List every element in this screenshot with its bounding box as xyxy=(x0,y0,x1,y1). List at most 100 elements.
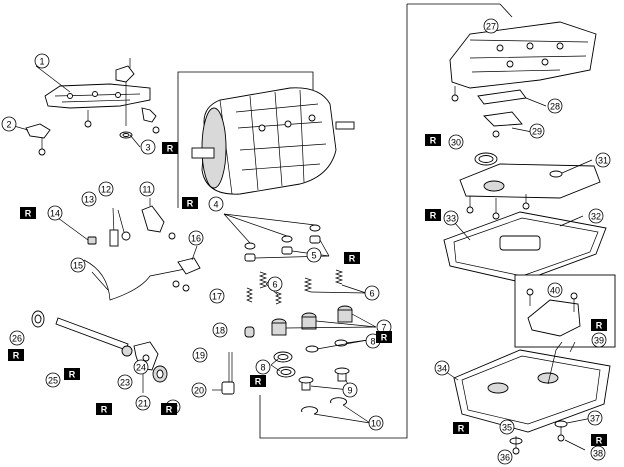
callout-circle xyxy=(188,230,204,246)
callout-circle xyxy=(139,181,155,197)
callout-2: 2 xyxy=(1,116,17,132)
callout-37: 37 xyxy=(587,410,603,426)
callout-number: 32 xyxy=(591,212,601,222)
callout-8: 8 xyxy=(255,359,271,375)
badge-letter: R xyxy=(25,209,32,219)
callout-number: 24 xyxy=(136,363,146,373)
badge-letter: R xyxy=(187,199,194,209)
replace-badge: R xyxy=(20,207,36,219)
callout-number: 31 xyxy=(598,156,608,166)
badge-box xyxy=(425,134,441,146)
callout-4: 4 xyxy=(208,196,224,212)
callout-9: 9 xyxy=(342,382,358,398)
callout-number: 13 xyxy=(84,195,94,205)
callout-circle xyxy=(255,359,271,375)
badge-letter: R xyxy=(381,333,388,343)
callout-number: 8 xyxy=(370,337,375,347)
callout-35: 35 xyxy=(499,419,515,435)
callout-number: 7 xyxy=(381,323,386,333)
badge-box xyxy=(453,422,469,434)
replace-badge: R xyxy=(161,403,177,415)
callout-circle xyxy=(34,53,50,69)
callout-number: 12 xyxy=(101,185,111,195)
callout-number: 2 xyxy=(6,120,11,130)
callout-circle xyxy=(364,285,380,301)
callout-number: 29 xyxy=(532,127,542,137)
manual-shaft-group xyxy=(31,287,255,395)
callout-number: 4 xyxy=(213,200,218,210)
badge-box xyxy=(344,252,360,264)
badge-letter: R xyxy=(349,254,356,264)
callout-26: 26 xyxy=(9,330,25,346)
callout-32: 32 xyxy=(588,208,604,224)
callout-circle xyxy=(499,419,515,435)
callout-number: 28 xyxy=(550,102,560,112)
callout-circle xyxy=(342,382,358,398)
callout-13: 13 xyxy=(81,191,97,207)
callout-circle xyxy=(9,330,25,346)
badge-box xyxy=(591,319,607,331)
replace-badge: R xyxy=(162,142,178,154)
callout-circle xyxy=(547,98,563,114)
callout-6: 6 xyxy=(364,285,380,301)
callout-number: 15 xyxy=(73,261,83,271)
callout-25: 25 xyxy=(45,372,61,388)
oil-pan-group xyxy=(439,274,616,455)
badge-box xyxy=(8,349,24,361)
callout-circle xyxy=(483,18,499,34)
replace-badge: R xyxy=(8,349,24,361)
callout-14: 14 xyxy=(47,205,63,221)
transmission-case xyxy=(191,87,355,195)
callout-circle xyxy=(192,347,208,363)
selector-linkage-group xyxy=(57,198,201,301)
callout-18: 18 xyxy=(212,322,228,338)
badge-letter: R xyxy=(430,136,437,146)
badge-letter: R xyxy=(166,405,173,415)
callout-number: 38 xyxy=(593,449,603,459)
replace-badge: R xyxy=(376,331,392,343)
callout-labels: 1234566788910111213141516171819202122232… xyxy=(1,18,611,465)
callout-number: 36 xyxy=(500,453,510,463)
callout-circle xyxy=(595,152,611,168)
callout-number: 23 xyxy=(120,378,130,388)
callout-circle xyxy=(135,395,151,411)
callout-circle xyxy=(1,116,17,132)
replace-badge: R xyxy=(182,197,198,209)
badge-box xyxy=(162,142,178,154)
callout-number: 33 xyxy=(446,214,456,224)
badge-box xyxy=(376,331,392,343)
callout-16: 16 xyxy=(188,230,204,246)
callout-number: 18 xyxy=(215,326,225,336)
callout-number: 25 xyxy=(48,376,58,386)
callout-number: 37 xyxy=(590,414,600,424)
replace-badge: R xyxy=(591,319,607,331)
replace-badge: R xyxy=(96,403,112,415)
badge-box xyxy=(64,368,80,380)
badge-box xyxy=(161,403,177,415)
badge-box xyxy=(591,434,607,446)
callout-circle xyxy=(212,322,228,338)
callout-number: 20 xyxy=(194,386,204,396)
callout-number: 10 xyxy=(371,419,381,429)
callout-34: 34 xyxy=(434,360,450,376)
callout-38: 38 xyxy=(590,445,606,461)
solenoid-harness-group xyxy=(13,58,160,156)
callout-number: 26 xyxy=(12,334,22,344)
callout-number: 8 xyxy=(260,363,265,373)
callout-circle xyxy=(133,359,149,375)
callout-1: 1 xyxy=(34,53,50,69)
callout-27: 27 xyxy=(483,18,499,34)
badge-box xyxy=(96,403,112,415)
badge-box xyxy=(20,207,36,219)
callout-circle xyxy=(209,288,225,304)
badge-letter: R xyxy=(69,370,76,380)
replace-badge: R xyxy=(250,375,266,387)
badge-letter: R xyxy=(13,351,20,361)
callout-circle xyxy=(117,374,133,390)
seal-plugs-group xyxy=(223,213,330,262)
valve-body-group xyxy=(443,21,607,283)
callout-24: 24 xyxy=(133,359,149,375)
callout-number: 5 xyxy=(311,251,316,261)
callout-circle xyxy=(497,449,513,465)
callout-19: 19 xyxy=(192,347,208,363)
